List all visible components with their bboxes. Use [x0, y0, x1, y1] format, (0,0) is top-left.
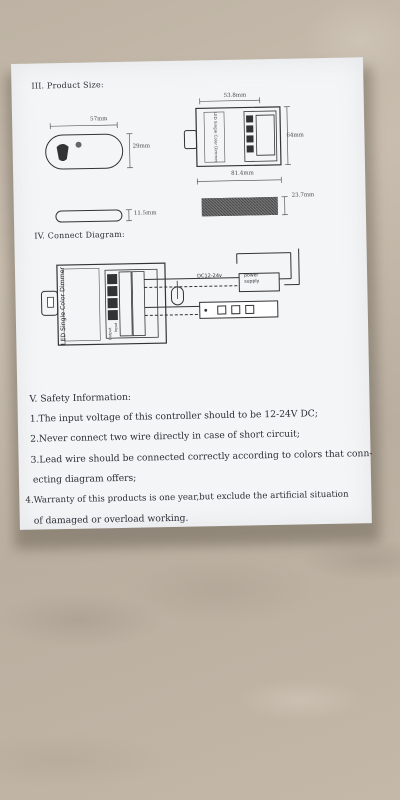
- controller-thickness-dim: 23.7mm: [291, 192, 315, 199]
- connection-diagram: [40, 248, 300, 346]
- safety-line-4-cont: of damaged or overload working.: [33, 512, 189, 527]
- dc-voltage-label: DC12-24v: [197, 272, 223, 280]
- safety-line-4: 4.Warranty of this products is one year,…: [25, 489, 349, 506]
- device-label: LED Single Color Dimmer: [58, 266, 68, 346]
- safety-line-2: 2.Never connect two wire directly in cas…: [30, 428, 301, 445]
- instruction-sheet: III. Product Size: 57mm 29mm 11.5mm LED …: [11, 57, 373, 530]
- controller-height-dim: 64mm: [286, 132, 304, 139]
- power-label: power: [244, 273, 259, 279]
- connect-diagram-title: IV. Connect Diagram:: [34, 229, 125, 241]
- safety-line-3-cont: ecting diagram offers;: [32, 472, 137, 486]
- input-label: Input: [113, 322, 119, 333]
- safety-line-3: 3.Lead wire should be connected correctl…: [30, 448, 373, 466]
- remote-top-view: [45, 121, 134, 170]
- controller-width-dim: 81.4mm: [231, 170, 254, 177]
- remote-thickness-dim: 11.5mm: [133, 210, 157, 217]
- safety-title: V. Safety Information:: [29, 391, 132, 405]
- controller-inner-dim: 53.8mm: [223, 92, 247, 99]
- remote-height-dim: 29mm: [132, 143, 151, 150]
- svg-text:LED Single Color Dimmer: LED Single Color Dimmer: [213, 112, 219, 163]
- product-size-title: III. Product Size:: [31, 80, 104, 91]
- safety-line-1: 1.The input voltage of this controller s…: [29, 408, 318, 425]
- output-label: Output: [108, 327, 113, 341]
- remote-width-dim: 57mm: [90, 116, 108, 123]
- supply-label: supply: [244, 279, 260, 285]
- remote-side-view: [55, 209, 133, 223]
- controller-top-view: LED Single Color Dimmer: [183, 97, 291, 185]
- controller-side-view: [201, 196, 288, 217]
